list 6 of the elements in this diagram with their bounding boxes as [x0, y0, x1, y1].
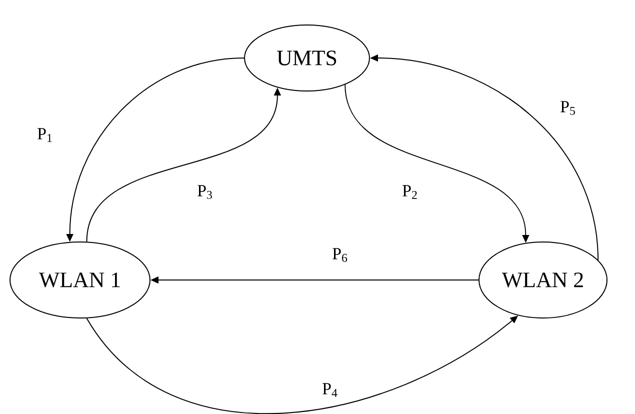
edge-label: P$_{3}$: [198, 185, 212, 199]
edge-label: P$_{1}$: [38, 128, 52, 142]
edge-label: P$_{2}$: [402, 185, 417, 199]
edge-label: P$_{6}$: [332, 248, 348, 262]
edge-label: P$_{4}$: [322, 383, 338, 397]
edge-label: P$_{5}$: [560, 101, 575, 115]
